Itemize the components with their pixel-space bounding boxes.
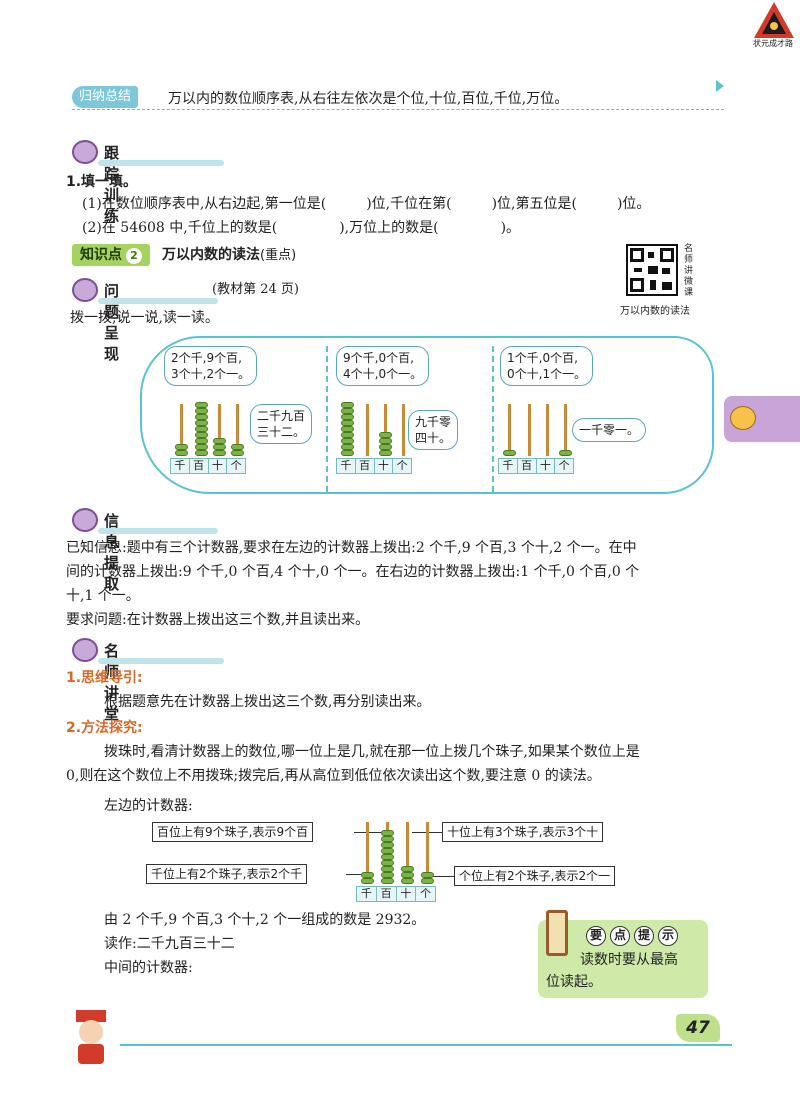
bear-face-icon	[730, 406, 756, 430]
textbook-ref: (教材第 24 页)	[212, 282, 299, 297]
reading-bubble: 九千零四十。	[408, 410, 459, 450]
hourglass-icon	[546, 910, 568, 956]
bulb-icon	[72, 140, 98, 164]
info-line-3: 十,1 个一。	[66, 588, 140, 604]
section-title: 跟踪训练	[104, 144, 123, 225]
middle-counter-label: 中间的计数器:	[104, 960, 193, 976]
knowledge-title: 万以内数的读法(重点)	[162, 247, 297, 263]
instruction: 拨一拨,说一说,读一读。	[70, 310, 219, 326]
teacher-icon	[72, 638, 98, 662]
section-title: 名师讲堂	[104, 642, 123, 723]
question-1: (1)在数位顺序表中,从右边起,第一位是()位,千位在第()位,第五位是()位。	[82, 196, 651, 212]
thinking-guide-title: 1.思维导引:	[66, 670, 143, 686]
abacus-base: 千百十个	[336, 458, 412, 474]
hundreds-label: 百位上有9个珠子,表示9个百	[152, 822, 314, 842]
search-icon	[72, 508, 98, 532]
publisher-logo-text: 状元成才路	[753, 39, 793, 48]
mascot-icon	[76, 1010, 106, 1064]
info-line-4: 要求问题:在计数器上拨出这三个数,并且读出来。	[66, 612, 370, 628]
ones-label: 个位上有2个珠子,表示2个一	[454, 866, 616, 886]
abacus-bubble: 2个千,9个百,3个十,2个一。	[164, 346, 258, 386]
tip-line-2: 位读起。	[546, 974, 602, 990]
thinking-guide-text: 根据题意先在计数器上拨出这三个数,再分别读出来。	[104, 694, 431, 710]
info-line-1: 已知信息:题中有三个计数器,要求在左边的计数器上拨出:2 个千,9 个百,3 个…	[66, 540, 637, 556]
composed-number: 由 2 个千,9 个百,3 个十,2 个一组成的数是 2932。	[104, 912, 426, 928]
page-number: 47	[676, 1014, 720, 1042]
tens-label: 十位上有3个珠子,表示3个十	[442, 822, 604, 842]
section-heading-tracking: 跟踪训练	[72, 140, 224, 225]
summary-text: 万以内的数位顺序表,从右往左依次是个位,十位,百位,千位,万位。	[168, 91, 569, 107]
section-title: 问题呈现	[104, 282, 123, 363]
question-2: (2)在 54608 中,千位上的数是(),万位上的数是()。	[82, 220, 521, 236]
summary-badge: 归纳总结	[72, 86, 138, 108]
tip-title-char: 要	[586, 926, 606, 946]
abacus-bubble: 9个千,0个百,4个十,0个一。	[336, 346, 430, 386]
tip-title-char: 示	[658, 926, 678, 946]
method-line-2: 0,则在这个数位上不用拨珠;拨完后,再从高位到低位依次读出这个数,要注意 0 的…	[66, 768, 601, 784]
reading-bubble: 一千零一。	[572, 418, 647, 442]
footer-rule	[120, 1044, 732, 1046]
abacus-bubble: 1个千,0个百,0个十,1个一。	[500, 346, 594, 386]
qr-code-icon[interactable]	[626, 244, 678, 296]
left-counter-label: 左边的计数器:	[104, 798, 193, 814]
section-heading-problem: 问题呈现	[72, 278, 218, 363]
method-title: 2.方法探究:	[66, 720, 143, 736]
arrow-icon	[716, 80, 724, 92]
magnifier-icon	[72, 278, 98, 302]
reading-bubble: 二千九百三十二。	[250, 404, 313, 444]
publisher-logo-icon	[754, 2, 794, 38]
section-title: 信息提取	[104, 512, 123, 593]
thousands-label: 千位上有2个珠子,表示2个千	[146, 864, 308, 884]
abacus-base: 千百十个	[356, 886, 436, 902]
section-heading-info: 信息提取	[72, 508, 218, 593]
tip-title-char: 点	[610, 926, 630, 946]
abacus-base: 千百十个	[170, 458, 246, 474]
qr-caption: 万以内数的读法	[620, 306, 690, 317]
tip-title-char: 提	[634, 926, 654, 946]
method-line-1: 拨珠时,看清计数器上的数位,哪一位上是几,就在那一位上拨几个珠子,如果某个数位上…	[104, 744, 640, 760]
info-line-2: 间的计数器上拨出:9 个千,0 个百,4 个十,0 个一。在右边的计数器上拨出:…	[66, 564, 640, 580]
question-title: 1.填一填。	[66, 174, 138, 190]
abacus-base: 千百十个	[498, 458, 574, 474]
qr-side-text: 名师讲微课	[684, 244, 694, 298]
summary-strip: 归纳总结 万以内的数位顺序表,从右往左依次是个位,十位,百位,千位,万位。	[72, 86, 724, 110]
tip-line-1: 读数时要从最高	[580, 952, 678, 968]
read-as: 读作:二千九百三十二	[104, 936, 235, 952]
section-heading-teacher: 名师讲堂	[72, 638, 224, 723]
